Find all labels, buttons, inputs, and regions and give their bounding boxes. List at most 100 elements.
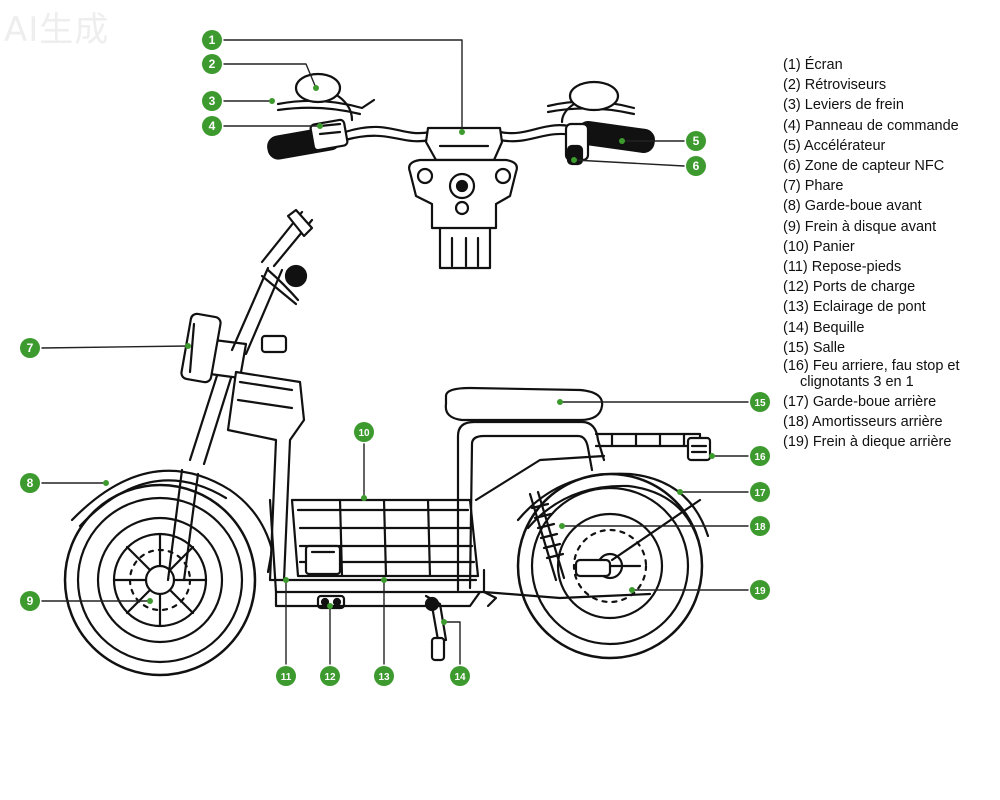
callout-circle xyxy=(750,516,770,536)
callout-marker-17: 17 xyxy=(750,482,770,502)
handlebar-detail xyxy=(267,72,655,270)
legend-item: (7) Phare xyxy=(783,178,844,195)
callout-circle xyxy=(202,116,222,136)
legend-item: (15) Salle xyxy=(783,339,846,356)
callout-marker-16: 16 xyxy=(750,446,770,466)
callout-marker-19: 19 xyxy=(750,580,770,600)
callout-number: 13 xyxy=(378,672,390,683)
leader-dot-13 xyxy=(381,577,387,583)
callout-number: 4 xyxy=(209,119,216,133)
callout-number: 11 xyxy=(281,672,292,683)
legend-item: (17) Garde-boue arrière xyxy=(783,394,937,411)
callout-marker-10: 10 xyxy=(354,422,374,442)
leader-dot-3 xyxy=(269,98,275,104)
legend-item: (6) Zone de capteur NFC xyxy=(783,158,945,175)
callout-circle xyxy=(276,666,296,686)
legend-item: (1) Écran xyxy=(783,57,843,73)
callout-number: 10 xyxy=(358,428,370,439)
callout-number: 14 xyxy=(454,672,466,683)
leader-dot-18 xyxy=(559,523,565,529)
leader-dot-19 xyxy=(629,587,635,593)
callout-marker-1: 1 xyxy=(202,30,222,50)
watermark-text: AI生成 xyxy=(4,10,110,50)
legend-item: (19) Frein à dieque arrière xyxy=(783,434,952,451)
callout-circle xyxy=(450,666,470,686)
leader-dot-6 xyxy=(571,157,577,163)
legend-item: (10) Panier xyxy=(783,238,855,255)
legend-item: (12) Ports de charge xyxy=(783,279,916,296)
callout-circle xyxy=(202,30,222,50)
leader-line-1 xyxy=(223,39,463,133)
leader-lines xyxy=(41,39,749,665)
leader-line-14 xyxy=(443,621,461,665)
callout-circle xyxy=(686,156,706,176)
callout-marker-8: 8 xyxy=(20,473,40,493)
leader-dot-14 xyxy=(441,619,447,625)
legend-item: (4) Panneau de commande xyxy=(783,117,959,134)
callout-circle xyxy=(354,422,374,442)
callout-number: 18 xyxy=(754,522,766,533)
leader-dot-1 xyxy=(459,129,465,135)
callout-circle xyxy=(20,473,40,493)
legend-item: (9) Frein à disque avant xyxy=(783,218,937,235)
callout-marker-7: 7 xyxy=(20,338,40,358)
leader-dot-8 xyxy=(103,480,109,486)
callout-circle xyxy=(686,131,706,151)
leader-dot-9 xyxy=(147,598,153,604)
callout-circle xyxy=(20,591,40,611)
callout-number: 3 xyxy=(209,94,216,108)
callout-circle xyxy=(202,54,222,74)
scooter-side-view xyxy=(63,208,712,677)
callout-marker-2: 2 xyxy=(202,54,222,74)
callout-marker-18: 18 xyxy=(750,516,770,536)
legend: (1) Écran (2) Rétroviseurs (3) Leviers de … xyxy=(783,55,997,453)
legend-item: (16) Feu arriere, fau stop et clignotant… xyxy=(783,358,960,391)
leader-dot-16 xyxy=(709,453,715,459)
legend-item: (3) Leviers de frein xyxy=(783,97,904,114)
callout-number: 12 xyxy=(324,672,336,683)
callout-circle xyxy=(750,392,770,412)
legend-item: (5) Accélérateur xyxy=(783,137,886,154)
leader-dot-10 xyxy=(361,495,367,501)
callout-circle xyxy=(374,666,394,686)
callout-number: 5 xyxy=(693,134,700,148)
callout-marker-3: 3 xyxy=(202,91,222,111)
callout-marker-4: 4 xyxy=(202,116,222,136)
legend-item: (11) Repose-pieds xyxy=(783,259,902,276)
callout-marker-15: 15 xyxy=(750,392,770,412)
leader-line-7 xyxy=(41,345,189,349)
callout-circle xyxy=(750,446,770,466)
leader-dot-12 xyxy=(327,603,333,609)
leader-line-6 xyxy=(573,159,685,167)
legend-item: (13) Eclairage de pont xyxy=(783,299,926,316)
legend-item: (2) Rétroviseurs xyxy=(783,77,887,94)
callout-marker-12: 12 xyxy=(320,666,340,686)
leader-line-2 xyxy=(223,63,317,89)
callout-marker-6: 6 xyxy=(686,156,706,176)
callout-number: 16 xyxy=(754,452,766,463)
legend-item: (18) Amortisseurs arrière xyxy=(783,414,943,431)
leader-dot-7 xyxy=(185,343,191,349)
callout-number: 9 xyxy=(27,594,34,608)
leader-dot-5 xyxy=(619,138,625,144)
callout-circle xyxy=(20,338,40,358)
callout-number: 7 xyxy=(27,341,34,355)
callout-number: 2 xyxy=(209,57,216,71)
callout-circle xyxy=(320,666,340,686)
callout-number: 6 xyxy=(693,159,700,173)
callout-number: 1 xyxy=(209,33,216,47)
legend-item: (8) Garde-boue avant xyxy=(783,198,922,215)
callout-number: 17 xyxy=(754,488,766,499)
callout-marker-5: 5 xyxy=(686,131,706,151)
leader-dot-17 xyxy=(677,489,683,495)
leader-dot-11 xyxy=(283,577,289,583)
callout-marker-14: 14 xyxy=(450,666,470,686)
callout-circle xyxy=(750,482,770,502)
legend-item: (14) Bequille xyxy=(783,319,865,336)
callout-circle xyxy=(750,580,770,600)
callout-number: 19 xyxy=(754,586,766,597)
callout-circle xyxy=(202,91,222,111)
callout-number: 15 xyxy=(754,398,766,409)
